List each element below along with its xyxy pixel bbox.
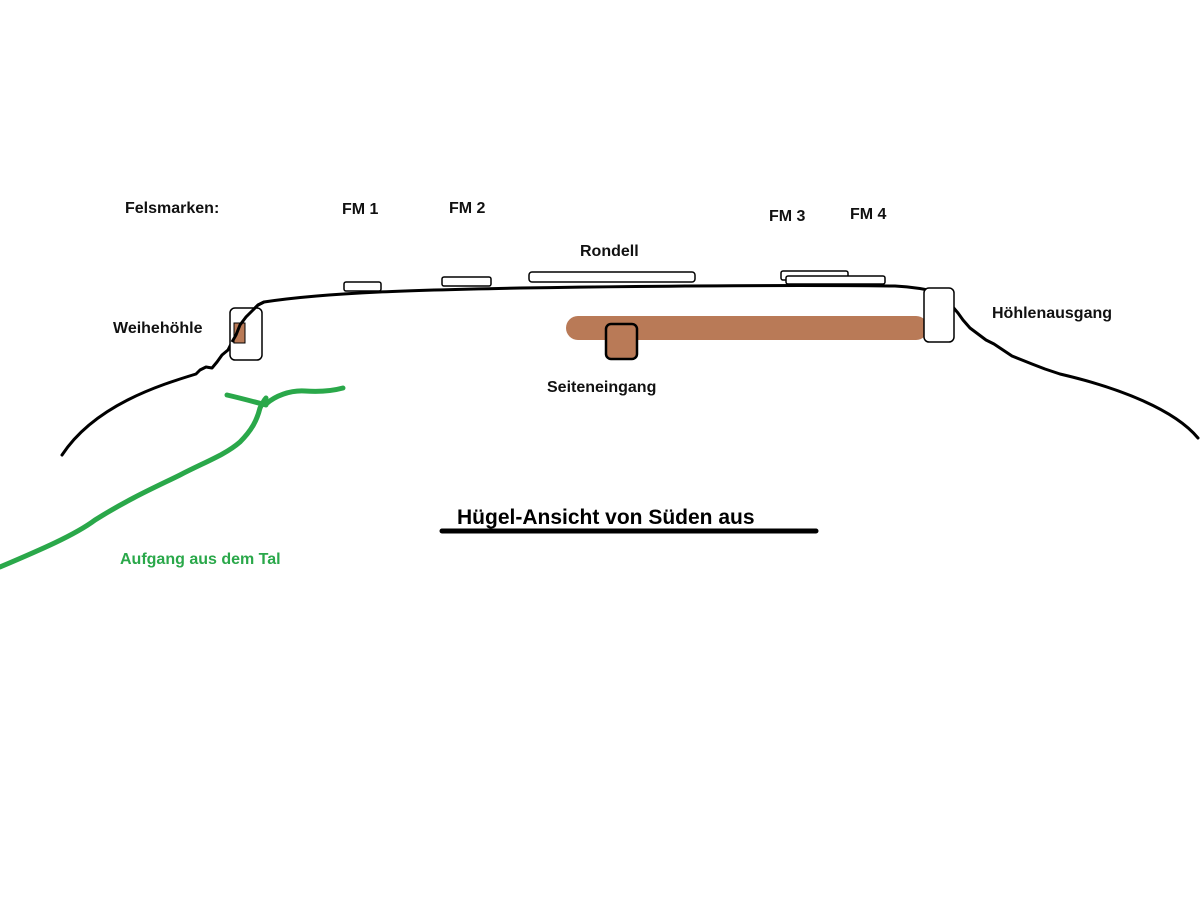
valley-path — [0, 395, 269, 570]
rock-mark-fm1 — [343, 281, 382, 292]
rondell-label: Rondell — [580, 243, 639, 260]
fm2-label: FM 2 — [449, 200, 486, 217]
hoehlenausgang-box — [923, 287, 955, 343]
rock-mark-fm4 — [785, 275, 886, 285]
fm3-label: FM 3 — [769, 208, 806, 225]
rock-mark-rondell — [528, 271, 696, 283]
diagram-title: Hügel-Ansicht von Süden aus — [457, 506, 755, 529]
fm4-label: FM 4 — [850, 206, 887, 223]
valley-path-label: Aufgang aus dem Tal — [120, 551, 281, 568]
hoehlenausgang-label: Höhlenausgang — [992, 305, 1113, 322]
felsmarken-label: Felsmarken: — [125, 200, 220, 217]
rock-mark-fm2 — [441, 276, 492, 287]
weihehoehle-outline-segment — [230, 300, 265, 343]
valley-path-branch-left — [224, 392, 269, 408]
weihehoehle-opening — [233, 322, 246, 344]
valley-path-branch-right — [263, 385, 346, 407]
weihehoehle-label: Weihehöhle — [113, 320, 203, 337]
fm1-label: FM 1 — [342, 201, 379, 218]
hill-outline — [60, 284, 1200, 457]
weihehoehle-box — [229, 307, 263, 361]
seiteneingang-box — [604, 322, 639, 361]
seiteneingang-label: Seiteneingang — [547, 379, 657, 396]
